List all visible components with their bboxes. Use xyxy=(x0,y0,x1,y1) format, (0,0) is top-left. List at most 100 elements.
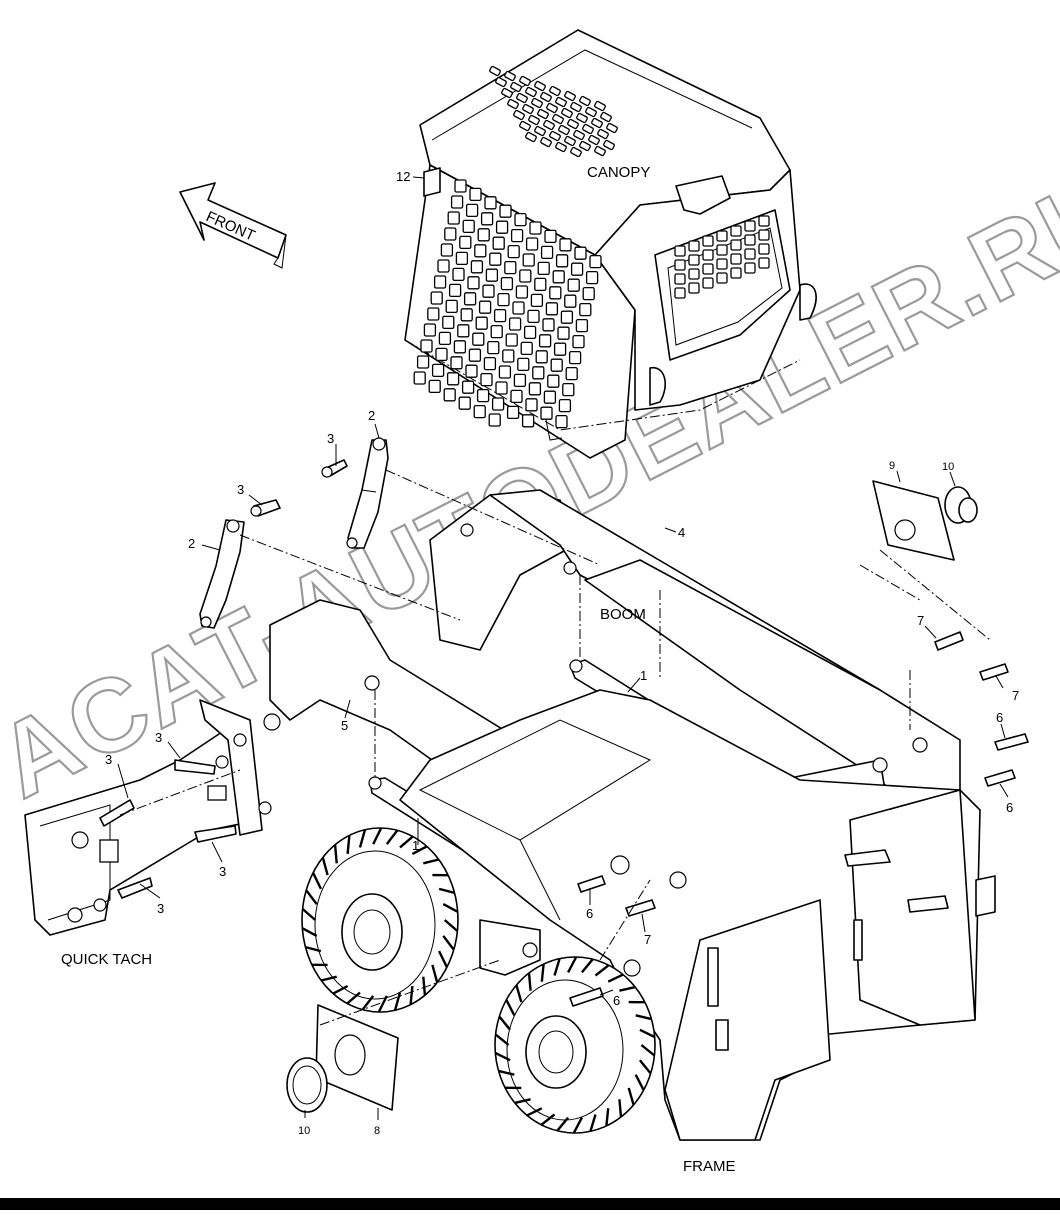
grille-slot xyxy=(563,384,574,396)
grille-slot xyxy=(503,350,514,362)
callout-2-left: 2 xyxy=(188,536,195,551)
callout-3-qt-a: 3 xyxy=(155,730,162,745)
grille-slot xyxy=(468,277,479,289)
side-grille-slot xyxy=(675,288,685,298)
grille-slot xyxy=(463,220,474,232)
grille-slot xyxy=(523,415,534,427)
grille-slot xyxy=(575,247,586,259)
callout-6-mid: 6 xyxy=(586,906,593,921)
grille-slot xyxy=(441,244,452,256)
grille-slot xyxy=(500,205,511,217)
grille-slot xyxy=(520,270,531,282)
grille-slot xyxy=(439,332,450,344)
callout-7-right: 7 xyxy=(1012,688,1019,703)
grille-slot xyxy=(436,348,447,360)
grille-slot xyxy=(566,368,577,380)
grille-slot xyxy=(541,407,552,419)
grille-slot xyxy=(448,373,459,385)
grille-slot xyxy=(459,397,470,409)
side-grille-slot xyxy=(731,268,741,278)
side-grille-slot xyxy=(689,255,699,265)
grille-slot xyxy=(506,334,517,346)
callout-2-upper: 2 xyxy=(368,408,375,423)
side-grille-slot xyxy=(717,231,727,241)
grille-slot xyxy=(525,326,536,338)
grille-slot xyxy=(452,196,463,208)
callout-8: 8 xyxy=(374,1125,380,1137)
grille-slot xyxy=(481,374,492,386)
tire-tread xyxy=(423,977,425,996)
grille-slot xyxy=(553,271,564,283)
plate-9 xyxy=(873,481,954,560)
grille-slot xyxy=(528,310,539,322)
frame-label: FRAME xyxy=(683,1158,736,1175)
grille-slot xyxy=(512,230,523,242)
grille-slot xyxy=(458,325,469,337)
grille-slot xyxy=(490,253,501,265)
callout-12: 12 xyxy=(396,169,410,184)
grille-slot xyxy=(531,294,542,306)
canopy-label: CANOPY xyxy=(587,164,650,181)
grille-slot xyxy=(573,336,584,348)
grille-slot xyxy=(450,284,461,296)
plate-8 xyxy=(316,1005,398,1110)
grille-slot xyxy=(485,197,496,209)
grille-slot xyxy=(444,389,455,401)
side-grille-slot xyxy=(745,263,755,273)
grille-slot xyxy=(478,390,489,402)
front-arrow: FRONT xyxy=(180,183,286,268)
grille-slot xyxy=(495,310,506,322)
grille-slot xyxy=(527,238,538,250)
callout-3-qt-b: 3 xyxy=(105,752,112,767)
grille-slot xyxy=(456,252,467,264)
side-grille-slot xyxy=(703,236,713,246)
grille-slot xyxy=(448,212,459,224)
grille-slot xyxy=(559,400,570,412)
grille-slot xyxy=(548,375,559,387)
grille-slot xyxy=(480,301,491,313)
callout-10-left: 10 xyxy=(298,1125,310,1137)
grille-slot xyxy=(496,382,507,394)
grille-slot xyxy=(467,204,478,216)
pin-left xyxy=(251,500,280,516)
grille-slot xyxy=(421,340,432,352)
grille-slot xyxy=(460,236,471,248)
grille-slot xyxy=(469,349,480,361)
grille-slot xyxy=(570,352,581,364)
side-grille-slot xyxy=(689,283,699,293)
callout-1-lower: 1 xyxy=(412,838,419,853)
side-grille-slot xyxy=(717,273,727,283)
grille-slot xyxy=(435,276,446,288)
grille-slot xyxy=(516,286,527,298)
grille-slot xyxy=(556,416,567,428)
grille-slot xyxy=(470,188,481,200)
grille-slot xyxy=(424,324,435,336)
grille-slot xyxy=(529,383,540,395)
grille-slot xyxy=(466,365,477,377)
grille-slot xyxy=(443,316,454,328)
cap-10-left xyxy=(287,1058,327,1112)
side-grille-slot xyxy=(745,235,755,245)
grille-slot xyxy=(530,222,541,234)
side-grille-slot xyxy=(759,230,769,240)
boom-label: BOOM xyxy=(600,606,646,623)
grille-slot xyxy=(580,304,591,316)
grille-slot xyxy=(514,374,525,386)
callout-3-left: 3 xyxy=(237,482,244,497)
pin-upper xyxy=(322,460,347,477)
grille-slot xyxy=(544,391,555,403)
grille-slot xyxy=(431,292,442,304)
grille-slot xyxy=(476,317,487,329)
grille-slot xyxy=(508,246,519,258)
grille-slot xyxy=(590,256,601,268)
wheel-front xyxy=(495,957,655,1133)
grille-slot xyxy=(535,278,546,290)
grille-slot xyxy=(491,326,502,338)
grille-slot xyxy=(515,214,526,226)
callout-7-mid: 7 xyxy=(644,932,651,947)
grille-slot xyxy=(540,335,551,347)
callout-3-qt-c: 3 xyxy=(219,864,226,879)
side-grille-slot xyxy=(675,274,685,284)
grille-slot xyxy=(533,367,544,379)
